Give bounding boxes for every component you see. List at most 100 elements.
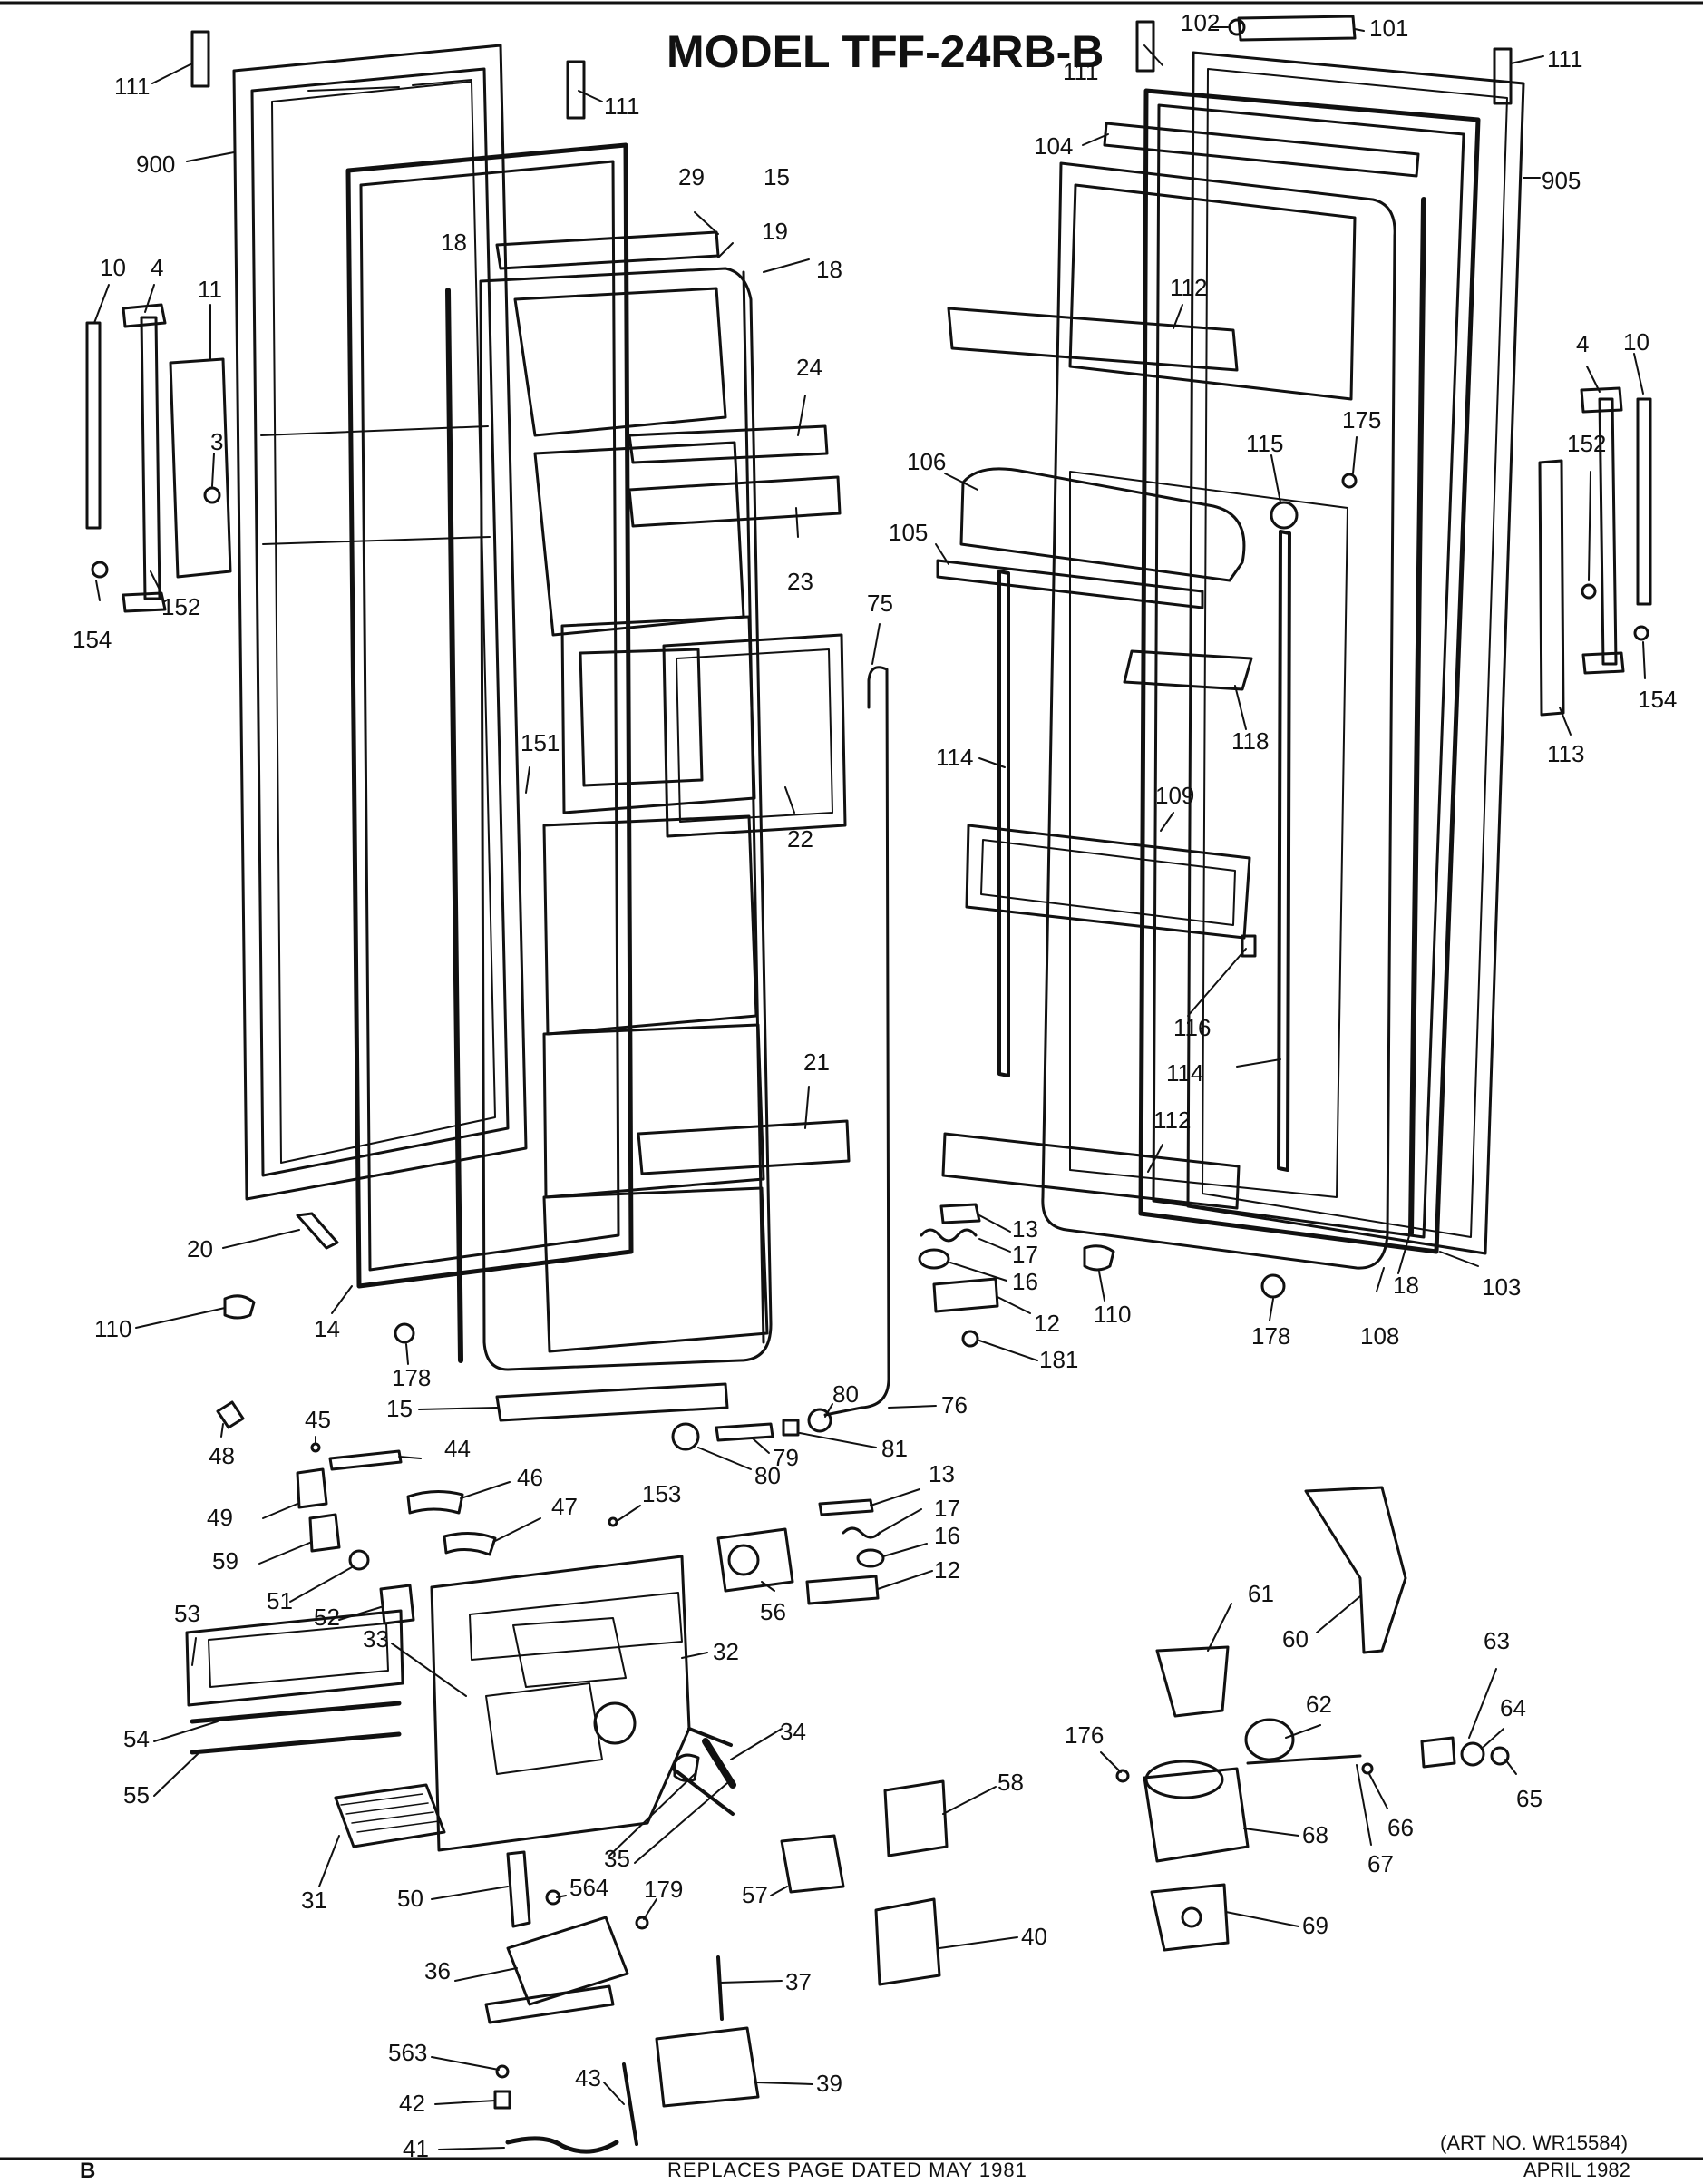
freezer-door-outer-panel-900 — [232, 44, 528, 1201]
nut-80 — [807, 1408, 832, 1433]
model-title: MODEL TFF-24RB-B — [667, 26, 1105, 77]
callout-39: 39 — [816, 2070, 842, 2097]
spring-17-b — [842, 1526, 881, 1539]
screw-176 — [1115, 1769, 1130, 1783]
cam-47 — [443, 1532, 497, 1556]
bushing-16-b — [856, 1548, 885, 1568]
callout-111: 111 — [1547, 45, 1583, 73]
handle-cap-101 — [1237, 15, 1357, 42]
callout-51: 51 — [267, 1587, 293, 1614]
washer-45 — [310, 1442, 321, 1453]
callout-14: 14 — [314, 1315, 340, 1342]
callout-63: 63 — [1484, 1627, 1510, 1654]
valve-56 — [716, 1527, 794, 1593]
shelf-24 — [628, 424, 829, 464]
callout-114: 114 — [1166, 1059, 1204, 1087]
fresh-food-door-gasket-103 — [1138, 88, 1481, 1254]
chute-61 — [1155, 1645, 1230, 1718]
freezer-door-gasket-14 — [345, 142, 634, 1289]
cap-115 — [1270, 501, 1299, 530]
callout-118: 118 — [1231, 727, 1270, 755]
callout-181: 181 — [1039, 1346, 1079, 1373]
callout-101: 101 — [1369, 15, 1409, 42]
callout-81: 81 — [881, 1435, 908, 1462]
callout-175: 175 — [1342, 406, 1382, 434]
callout-11: 11 — [198, 276, 222, 303]
disc-62 — [1244, 1718, 1295, 1761]
spring-35 — [671, 1727, 735, 1816]
callout-176: 176 — [1065, 1721, 1105, 1749]
callout-116: 116 — [1173, 1014, 1212, 1041]
callout-19: 19 — [762, 218, 788, 245]
handle-4-right — [1598, 397, 1618, 666]
callout-15: 15 — [764, 163, 790, 190]
callout-69: 69 — [1302, 1912, 1328, 1939]
callout-106: 106 — [907, 448, 947, 475]
leader-lines — [93, 26, 1646, 2150]
bracket-60 — [1304, 1486, 1407, 1654]
callout-13: 13 — [929, 1460, 955, 1487]
housing-69 — [1150, 1883, 1230, 1952]
bracket-58 — [883, 1779, 949, 1857]
callout-113: 113 — [1547, 740, 1585, 767]
art-number: (ART NO. WR15584) — [1440, 2131, 1629, 2154]
callout-31: 31 — [301, 1887, 327, 1914]
pin-111-d — [1493, 47, 1513, 105]
callout-65: 65 — [1516, 1785, 1542, 1812]
callout-20: 20 — [187, 1235, 213, 1263]
auger-34 — [702, 1738, 736, 1789]
callout-18: 18 — [441, 229, 467, 256]
callout-563: 563 — [388, 2039, 428, 2066]
callout-17: 17 — [934, 1495, 960, 1522]
callout-80: 80 — [754, 1462, 781, 1489]
spring-17 — [920, 1228, 978, 1243]
dispenser-panel-22 — [662, 633, 847, 838]
callout-178: 178 — [392, 1364, 432, 1391]
callout-111: 111 — [114, 73, 151, 100]
callout-18: 18 — [1393, 1272, 1419, 1299]
callout-66: 66 — [1387, 1814, 1414, 1841]
strip-55 — [190, 1731, 402, 1755]
callout-16: 16 — [934, 1522, 960, 1549]
screw-179 — [635, 1916, 649, 1930]
tube-75 — [823, 666, 890, 1417]
rail-114-right — [1277, 530, 1291, 1172]
trim-15-top — [495, 230, 720, 270]
plate-13 — [939, 1203, 981, 1224]
stop-116 — [1241, 934, 1257, 958]
screw-181 — [961, 1330, 979, 1348]
washer-66 — [1361, 1762, 1374, 1775]
callout-47: 47 — [551, 1493, 578, 1520]
callout-57: 57 — [742, 1881, 768, 1908]
callout-12: 12 — [1034, 1310, 1060, 1337]
callout-905: 905 — [1542, 167, 1581, 194]
callout-179: 179 — [644, 1876, 684, 1903]
callout-110: 110 — [1094, 1301, 1132, 1328]
callout-153: 153 — [642, 1480, 682, 1507]
callout-109: 109 — [1155, 782, 1195, 809]
rail-114-left — [997, 570, 1010, 1077]
strip-54 — [190, 1701, 402, 1724]
callout-41: 41 — [403, 2135, 429, 2162]
clip-42 — [493, 2090, 511, 2110]
callout-21: 21 — [803, 1048, 830, 1076]
cover-53 — [185, 1609, 404, 1707]
plate-36b — [484, 1984, 615, 2024]
shelf-112-top — [947, 307, 1239, 372]
wire-37 — [716, 1955, 724, 2021]
callout-54: 54 — [123, 1725, 150, 1752]
callout-900: 900 — [136, 151, 176, 178]
callout-105: 105 — [889, 519, 929, 546]
callout-40: 40 — [1021, 1923, 1047, 1950]
shelf-112-bottom — [941, 1132, 1241, 1210]
cap-178-left — [394, 1322, 415, 1344]
callout-56: 56 — [760, 1598, 786, 1625]
callout-24: 24 — [796, 354, 822, 381]
clip-48 — [216, 1400, 245, 1429]
callout-68: 68 — [1302, 1821, 1328, 1848]
trim-15-bottom — [495, 1382, 729, 1422]
pin-111-c — [1135, 20, 1155, 73]
callout-154: 154 — [1638, 686, 1678, 713]
